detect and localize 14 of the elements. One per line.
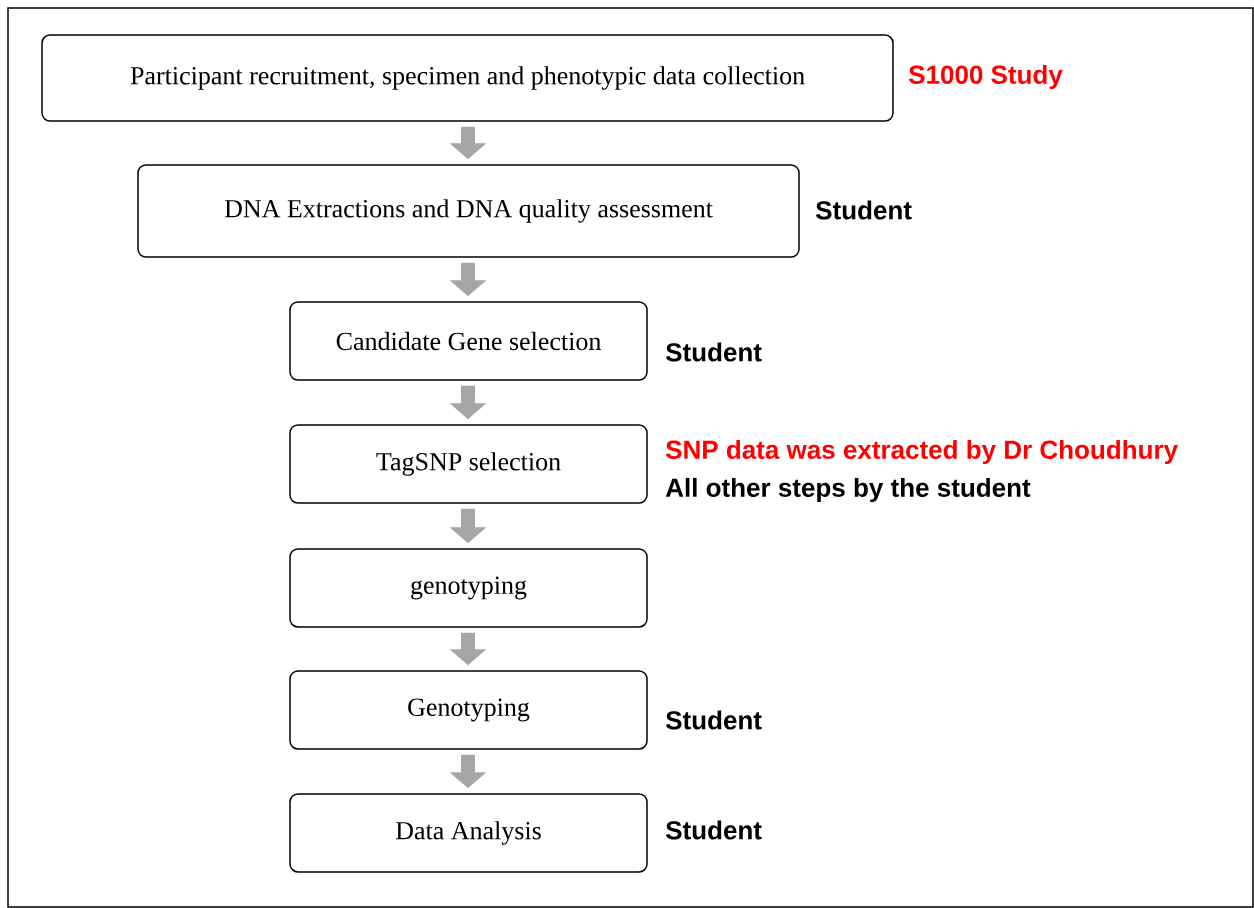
process-box: Candidate Gene selection — [289, 301, 648, 381]
process-box: DNA Extractions and DNA quality assessment — [137, 164, 800, 258]
annotation: SNP data was extracted by Dr Choudhury — [665, 439, 1178, 465]
annotation: Student — [665, 710, 762, 730]
process-box: Participant recruitment, specimen and phenotypic data collection — [41, 34, 894, 122]
annotation: S1000 Study — [908, 64, 1063, 90]
process-box: genotyping — [289, 548, 648, 628]
process-box: TagSNP selection — [289, 424, 648, 504]
process-box: Data Analysis — [289, 793, 648, 873]
annotation: Student — [665, 820, 762, 840]
annotation: Student — [815, 200, 912, 220]
annotation: Student — [665, 342, 762, 362]
process-box: Genotyping — [289, 670, 648, 750]
annotation: All other steps by the student — [665, 477, 1031, 503]
